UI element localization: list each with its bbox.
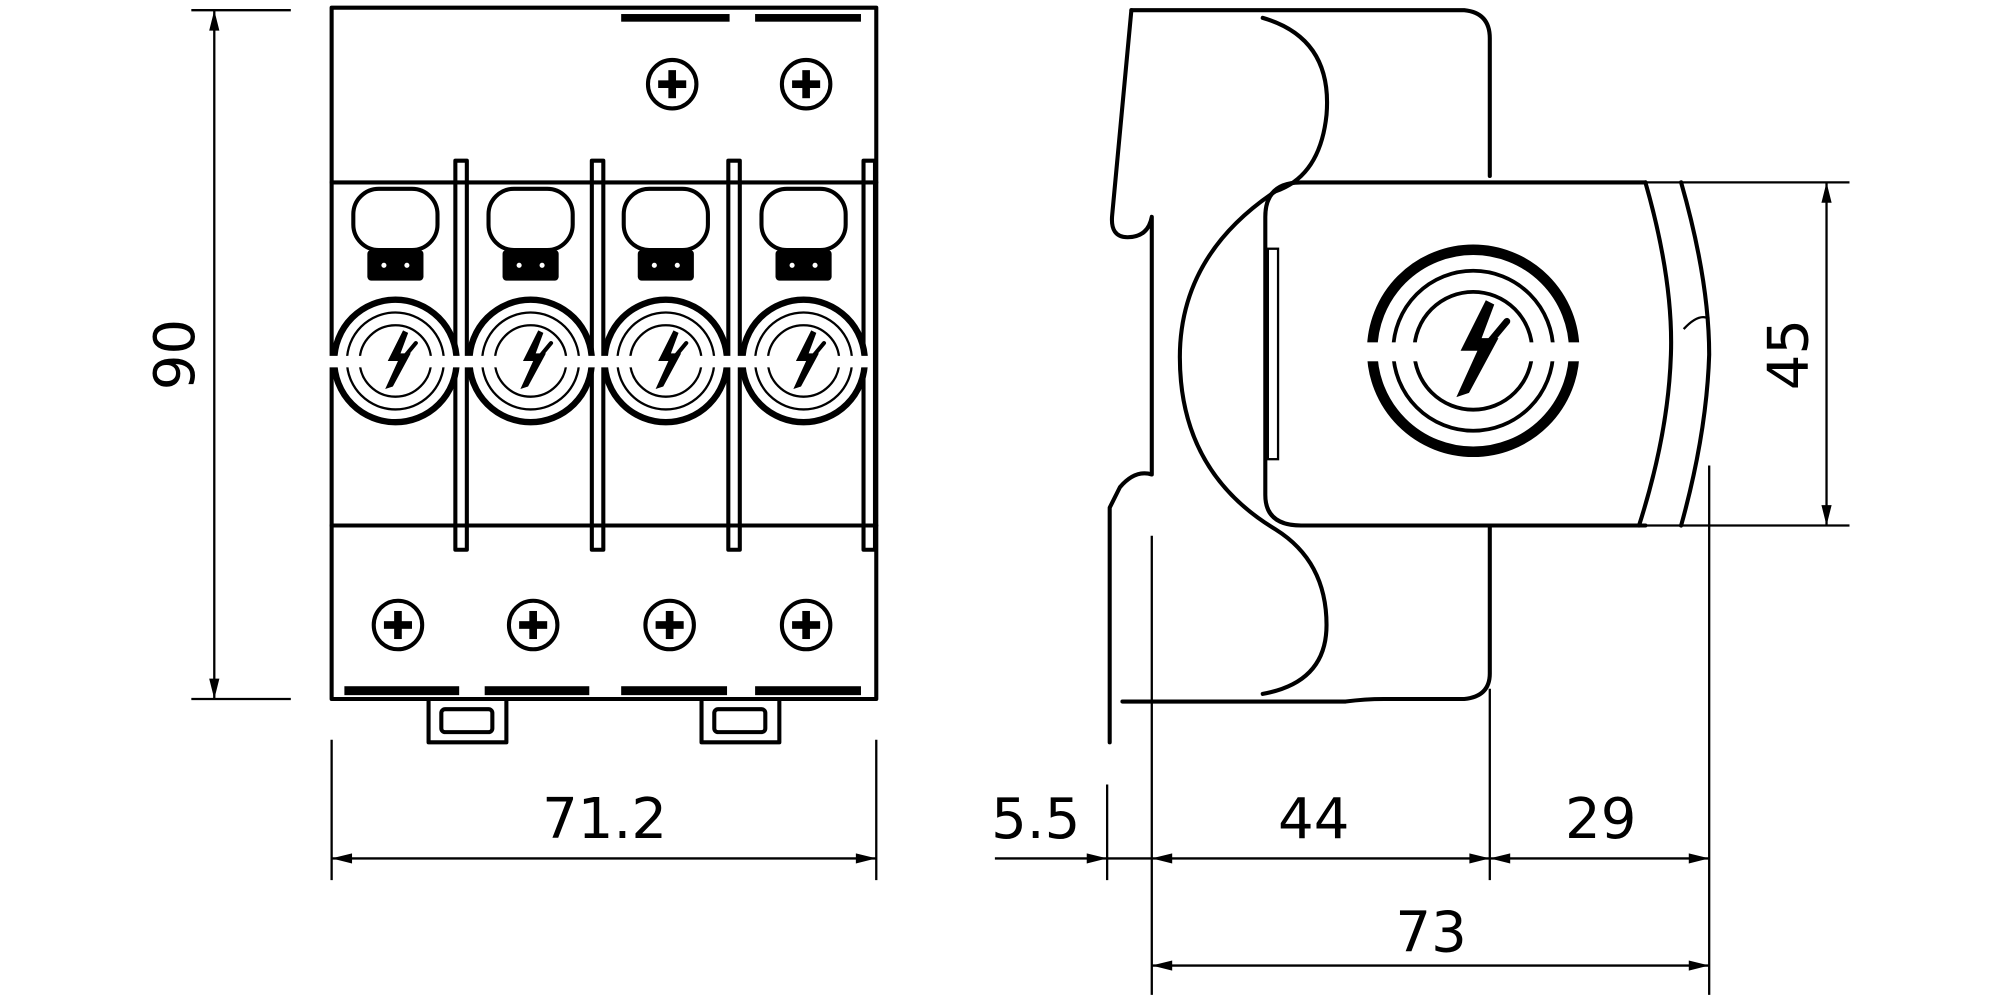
side-body-top <box>1129 8 1492 179</box>
screw-icon <box>645 601 693 649</box>
dimension-width: 71.2 <box>330 739 878 881</box>
plug-front-curve <box>1679 180 1712 528</box>
plug-front-curve <box>1636 180 1674 528</box>
plug-grip <box>1682 315 1710 330</box>
dimension-cover-height: 45 <box>1645 181 1850 527</box>
dimension-label-total-depth: 73 <box>1395 901 1466 966</box>
screw-icon <box>648 60 696 108</box>
din-rail-profile <box>1107 8 1154 745</box>
indicator-window-icon <box>624 189 708 281</box>
side-body-recess <box>1177 15 1330 696</box>
dimension-label-width: 71.2 <box>542 787 667 852</box>
dimension-label-cover-height: 45 <box>1756 319 1821 390</box>
module-2 <box>464 189 597 649</box>
dimension-label-rail-offset: 5.5 <box>991 787 1080 852</box>
screw-icon <box>782 60 830 108</box>
side-view: 45 5.5 44 29 73 <box>991 8 1850 995</box>
top-slot <box>755 14 861 22</box>
surge-protection-icon <box>737 300 870 422</box>
dimension-height: 90 <box>143 9 291 701</box>
indicator-window-icon <box>353 189 437 281</box>
dimension-depths: 5.5 44 29 73 <box>991 465 1711 995</box>
surge-protection-icon <box>329 300 462 422</box>
module-3 <box>599 189 732 649</box>
surge-protection-icon <box>1364 250 1583 452</box>
screw-icon <box>374 601 422 649</box>
plug-module-rib <box>1266 247 1280 461</box>
side-body-bottom <box>1120 523 1492 704</box>
indicator-window-icon <box>761 189 845 281</box>
dimension-label-body-depth: 44 <box>1278 787 1349 852</box>
surge-protection-icon <box>464 300 597 422</box>
screw-icon <box>509 601 557 649</box>
module-1 <box>329 189 462 649</box>
indicator-window-icon <box>489 189 573 281</box>
bottom-slots <box>344 686 861 696</box>
dimension-label-cover-depth: 29 <box>1565 787 1636 852</box>
din-clips <box>426 699 782 745</box>
plug-module-outline <box>1263 180 1648 528</box>
top-slot <box>621 14 730 22</box>
surge-protection-icon <box>599 300 732 422</box>
dimension-label-height: 90 <box>143 319 208 390</box>
module-4 <box>737 189 870 649</box>
front-view: 90 71.2 <box>143 5 879 881</box>
screw-icon <box>782 601 830 649</box>
